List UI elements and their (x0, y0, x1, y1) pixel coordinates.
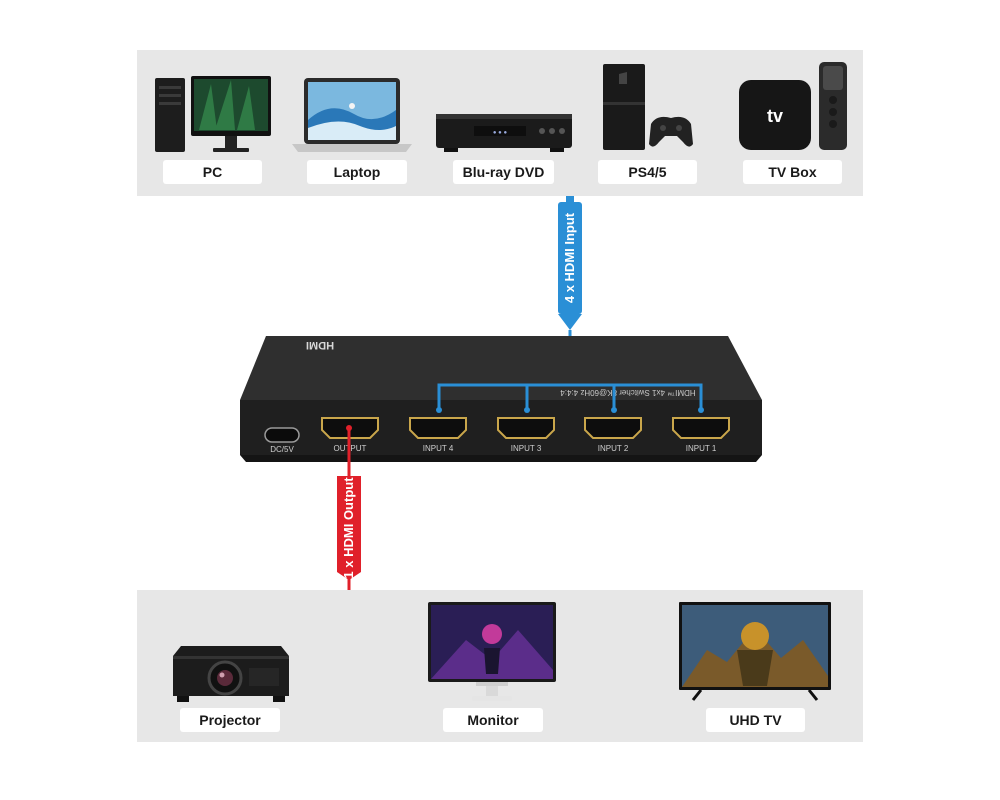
switch-brand-logo: HDMI (306, 339, 334, 351)
projector-icon (169, 640, 293, 709)
monitor-icon (426, 600, 558, 709)
display-label-monitor: Monitor (443, 708, 543, 732)
switch-top-surface (240, 336, 762, 400)
dc-port (264, 427, 300, 443)
uhd-tv-icon (677, 600, 833, 707)
source-label-laptop: Laptop (307, 160, 407, 184)
input4-port (409, 417, 467, 439)
display-label-projector: Projector (180, 708, 280, 732)
dc-port-label: DC/5V (270, 445, 294, 454)
input-cable (566, 196, 574, 320)
output-cable-label: 1 x HDMI Output (341, 477, 356, 579)
svg-text:● ● ●: ● ● ● (493, 130, 508, 136)
display-label-uhdtv: UHD TV (706, 708, 805, 732)
tv-box-icon: tv (735, 60, 851, 159)
input-arrow (558, 314, 582, 330)
input-distribution-lines (437, 383, 703, 410)
input-cable-label: 4 x HDMI Input (562, 212, 577, 303)
switch-front-panel (240, 400, 762, 455)
input4-port-label: INPUT 4 (423, 444, 454, 453)
input2-port (584, 417, 642, 439)
switch-model-text: HDMI™ 4x1 Switcher 8K@60Hz 4:4:4 (560, 388, 696, 397)
source-devices-panel: PC Laptop ● ● ● Blu-ray DVD (137, 50, 863, 196)
source-label-ps45: PS4/5 (598, 160, 697, 184)
source-label-tvbox: TV Box (743, 160, 842, 184)
output-cable-sleeve (337, 476, 361, 580)
pc-icon (151, 72, 273, 161)
source-label-pc: PC (163, 160, 262, 184)
output-port-label: OUTPUT (334, 444, 367, 453)
source-label-bluray: Blu-ray DVD (453, 160, 554, 184)
game-console-icon (597, 62, 697, 159)
input3-port (497, 417, 555, 439)
input-cable-sleeve (558, 202, 582, 314)
laptop-icon (290, 76, 414, 161)
svg-text:tv: tv (767, 106, 783, 126)
input3-port-label: INPUT 3 (511, 444, 542, 453)
input1-port-label: INPUT 1 (686, 444, 717, 453)
display-devices-panel: Projector Monitor UHD TV (137, 590, 863, 742)
bluray-player-icon: ● ● ● (434, 108, 574, 159)
output-port (321, 417, 379, 439)
input1-port (672, 417, 730, 439)
input2-port-label: INPUT 2 (598, 444, 629, 453)
